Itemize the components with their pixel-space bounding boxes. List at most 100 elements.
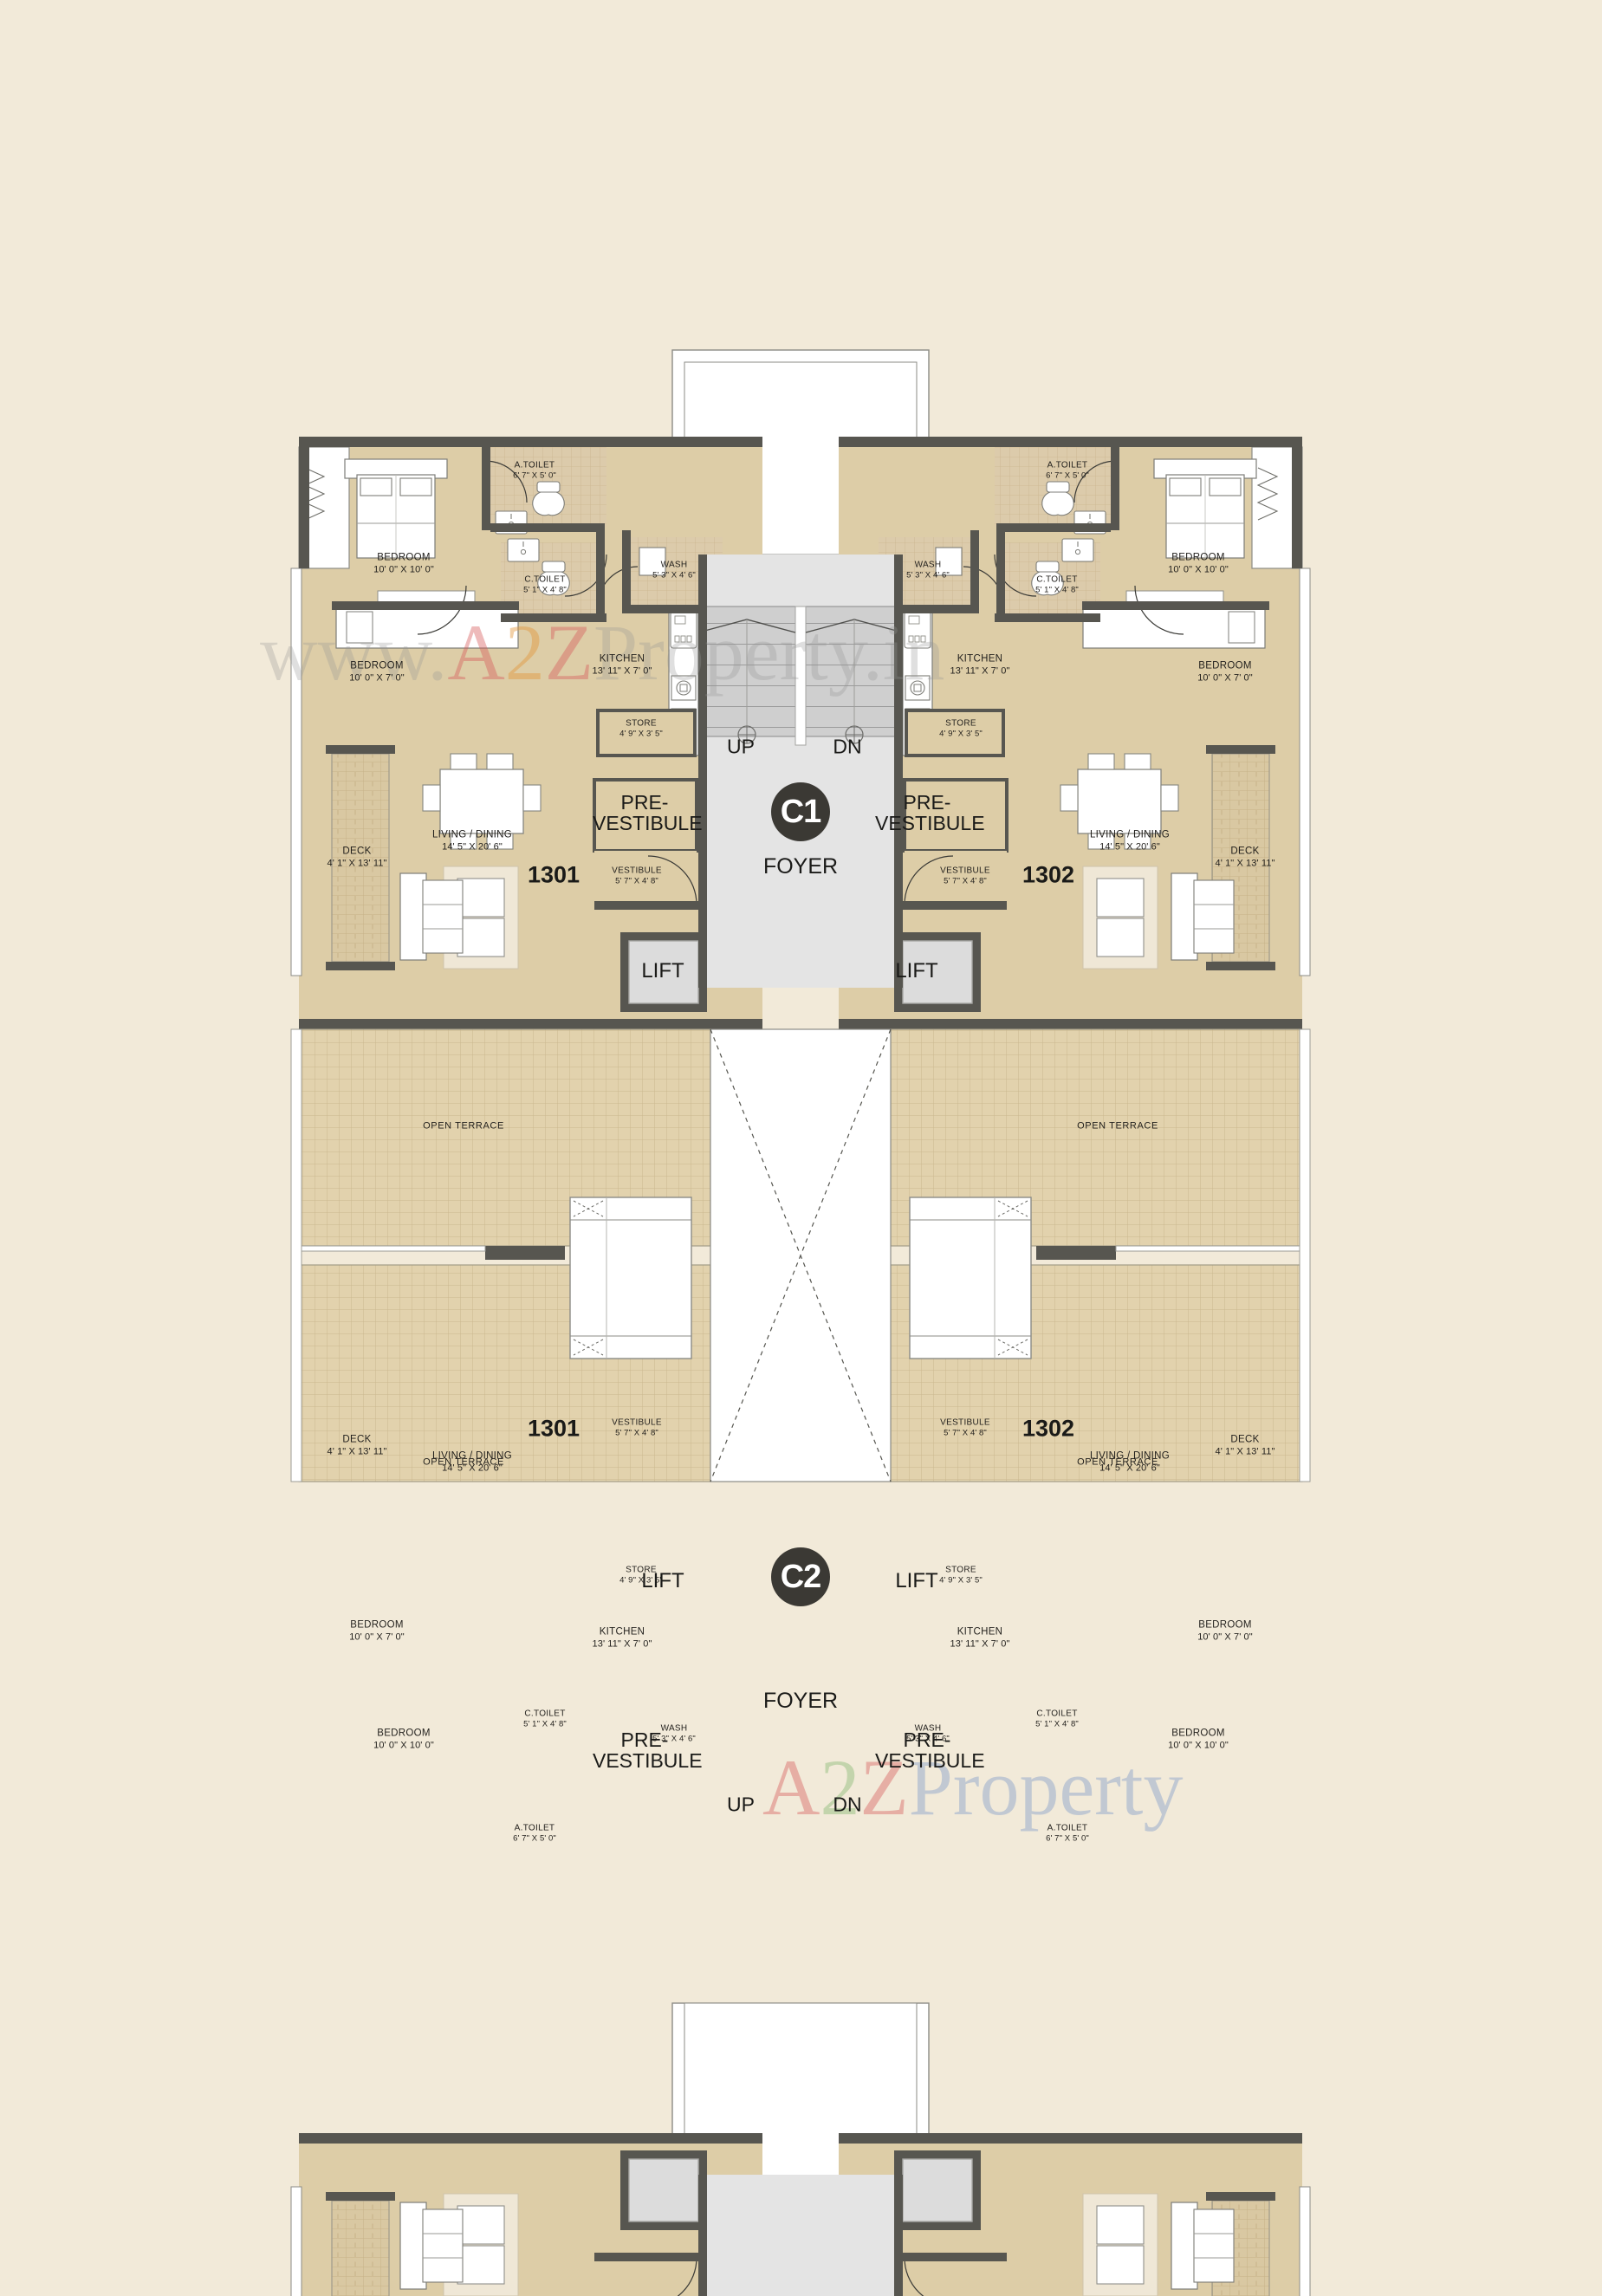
room-dimension: 6' 7" X 5' 0" (513, 470, 556, 481)
stair-up-label-c2: UP (727, 1793, 755, 1816)
pre-vestibule-left-c2: PRE-VESTIBULE (593, 1728, 703, 1772)
core-badge-c1: C1 (771, 782, 830, 841)
terrace-name: OPEN TERRACE (1077, 1120, 1158, 1132)
room-dimension: 10' 0" X 7' 0" (349, 672, 405, 684)
room-dimension: 14' 5" X 20' 6" (442, 841, 503, 853)
room-dimension: 4' 1" X 13' 11" (1215, 1446, 1275, 1457)
room-name: BEDROOM (377, 552, 431, 563)
room-name: KITCHEN (599, 653, 645, 665)
room-name: WASH (660, 560, 688, 570)
lift-label-left-c1: LIFT (641, 959, 684, 983)
room-name: STORE (626, 718, 657, 729)
pre-vestibule-right-c2: PRE-VESTIBULE (875, 1728, 985, 1772)
room-name: BEDROOM (1198, 660, 1252, 671)
room-name: STORE (945, 718, 976, 729)
room-dimension: 4' 9" X 3' 5" (939, 1575, 983, 1586)
room-dimension: 14' 5" X 20' 6" (1099, 1463, 1160, 1474)
terrace-label-terrace-bl: OPEN TERRACE (423, 1457, 504, 1469)
terrace-label-terrace-tl: OPEN TERRACE (423, 1121, 504, 1132)
terrace-label-terrace-br: OPEN TERRACE (1077, 1457, 1158, 1469)
room-name: VESTIBULE (612, 866, 662, 876)
room-name: VESTIBULE (612, 1417, 662, 1428)
room-dimension: 5' 3" X 4' 6" (906, 1734, 950, 1744)
room-name: LIVING / DINING (1089, 1450, 1171, 1462)
core-badge-c2: C2 (771, 1547, 830, 1606)
terrace-name: OPEN TERRACE (423, 1120, 504, 1132)
room-dimension: 5' 7" X 4' 8" (944, 1428, 987, 1438)
room-dimension: 13' 11" X 7' 0" (592, 1638, 652, 1650)
terrace-name: OPEN TERRACE (1077, 1456, 1158, 1468)
stair-dn-label-c2: DN (833, 1793, 862, 1816)
lift-label-right-c1: LIFT (895, 959, 938, 983)
room-name: A.TOILET (1047, 460, 1088, 470)
room-name: BEDROOM (350, 660, 404, 671)
room-dimension: 4' 1" X 13' 11" (327, 1446, 387, 1457)
room-name: VESTIBULE (940, 866, 990, 876)
room-dimension: 10' 0" X 7' 0" (1197, 672, 1253, 684)
room-name: A.TOILET (514, 460, 555, 470)
room-name: LIVING / DINING (1089, 829, 1171, 840)
room-dimension: 10' 0" X 7' 0" (349, 1631, 405, 1643)
room-dimension: 4' 9" X 3' 5" (619, 1575, 663, 1586)
room-dimension: 13' 11" X 7' 0" (592, 665, 652, 677)
room-dimension: 10' 0" X 7' 0" (1197, 1631, 1253, 1643)
room-dimension: 6' 7" X 5' 0" (1046, 1833, 1089, 1844)
room-name: KITCHEN (599, 1626, 645, 1638)
room-name: C.TOILET (1036, 574, 1078, 585)
room-name: BEDROOM (1171, 552, 1225, 563)
unit-number-u-1302-top: 1302 (1022, 861, 1075, 888)
unit-number-u-1301-top: 1301 (527, 861, 580, 888)
room-name: WASH (914, 1723, 942, 1734)
room-dimension: 13' 11" X 7' 0" (950, 1638, 1010, 1650)
room-name: KITCHEN (957, 653, 1003, 665)
room-name: DECK (1230, 1434, 1260, 1445)
room-name: VESTIBULE (940, 1417, 990, 1428)
room-name: BEDROOM (1171, 1728, 1225, 1739)
pre-vestibule-left-c1: PRE-VESTIBULE (593, 790, 703, 834)
room-name: LIVING / DINING (431, 1450, 513, 1462)
room-dimension: 10' 0" X 10' 0" (1168, 564, 1229, 575)
room-name: STORE (626, 1565, 657, 1575)
stair-dn-label-c1: DN (833, 735, 862, 758)
room-name: BEDROOM (350, 1619, 404, 1631)
room-name: A.TOILET (1047, 1823, 1088, 1833)
room-dimension: 10' 0" X 10' 0" (1168, 1740, 1229, 1751)
room-name: DECK (342, 1434, 372, 1445)
pre-vestibule-right-c1: PRE-VESTIBULE (875, 790, 985, 834)
foyer-label-c1: FOYER (762, 853, 839, 879)
lift-label-right-c2: LIFT (895, 1569, 938, 1592)
room-name: DECK (1230, 846, 1260, 857)
room-dimension: 14' 5" X 20' 6" (442, 1463, 503, 1474)
